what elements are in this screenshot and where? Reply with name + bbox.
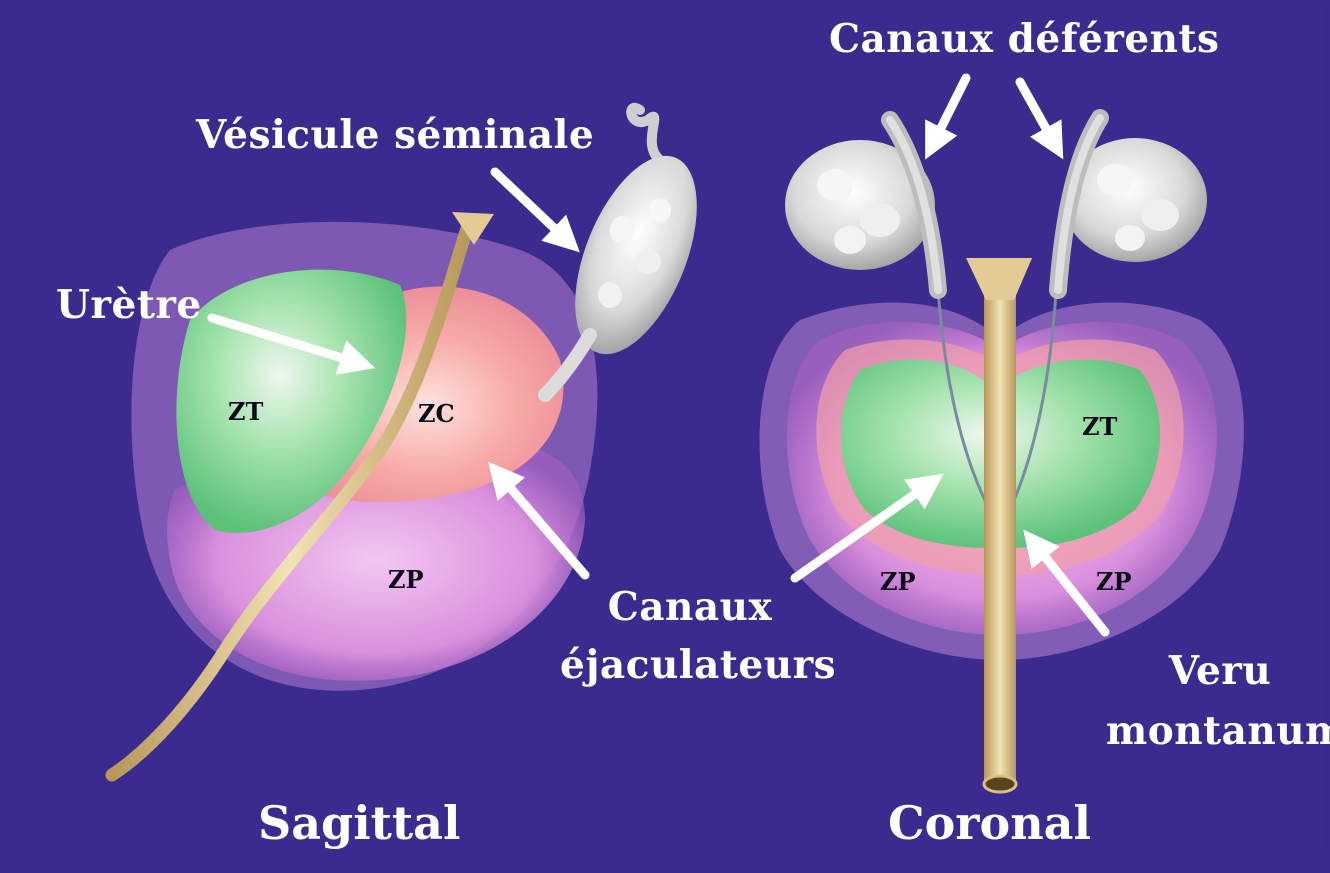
label-veru-line2: montanum xyxy=(1106,712,1330,751)
label-sagittal: Sagittal xyxy=(258,800,460,846)
coronal-urethra-opening xyxy=(984,776,1016,792)
zone-label-sagittal-zp: ZP xyxy=(388,568,424,592)
zone-label-sagittal-zc: ZC xyxy=(418,402,455,426)
zone-label-coronal-zp-left: ZP xyxy=(880,570,916,594)
label-veru-line1: Veru xyxy=(1120,652,1320,691)
label-canaux-deferents: Canaux déférents xyxy=(829,20,1219,59)
zone-label-coronal-zt: ZT xyxy=(1082,415,1117,439)
zone-label-sagittal-zt: ZT xyxy=(228,400,263,424)
label-canaux-ejaculateurs-line2: éjaculateurs xyxy=(560,646,820,685)
label-vesicule-seminale: Vésicule séminale xyxy=(196,116,594,155)
label-uretre: Urètre xyxy=(56,286,202,325)
label-coronal: Coronal xyxy=(888,800,1091,846)
coronal-urethra xyxy=(984,270,1016,790)
zone-label-coronal-zp-right: ZP xyxy=(1096,570,1132,594)
label-canaux-ejaculateurs-line1: Canaux xyxy=(560,588,820,627)
